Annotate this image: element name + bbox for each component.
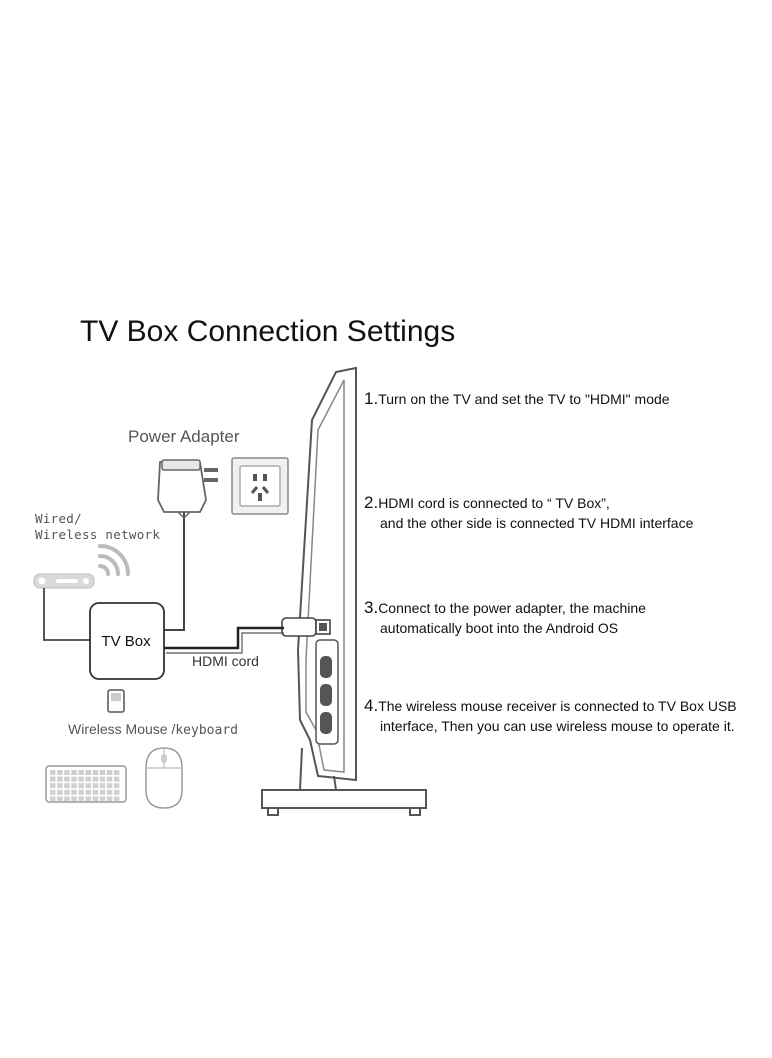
keyboard-key [92,783,99,789]
keyboard-key [92,796,99,802]
mouse-keyboard-label-prefix: Wireless Mouse / [68,721,176,737]
network-cable-line [43,588,90,641]
keyboard-key [57,770,63,775]
keyboard-key [113,789,120,795]
mouse-icon [145,747,183,809]
step-3-line2: automatically boot into the Android OS [380,620,619,637]
tv-port-panel-icon [315,639,339,745]
keyboard-key [50,796,56,802]
step-4-line1: The wireless mouse receiver is connected… [378,698,737,714]
router-icon [33,573,95,589]
keyboard-key [99,789,106,795]
network-label-line2: Wireless network [35,526,161,542]
keyboard-key [64,776,70,782]
keyboard-key [85,789,91,795]
step-2-number: 2. [364,493,379,512]
tv-side-view-icon [261,366,427,816]
tv-box-label: TV Box [101,633,151,650]
keyboard-key [99,796,106,802]
keyboard-key [78,789,84,795]
keyboard-key [92,789,99,795]
step-2-line1: HDMI cord is connected to “ TV Box”, [378,495,610,511]
hdmi-cord-line [164,626,284,650]
step-3: 3.Connect to the power adapter, the mach… [364,597,646,637]
keyboard-key [85,783,91,789]
step-4-line2: interface, Then you can use wireless mou… [380,718,735,735]
keyboard-key [78,776,84,782]
keyboard-key [113,770,120,775]
keyboard-key [78,770,84,775]
keyboard-key [85,776,91,782]
usb-receiver-icon [107,689,125,713]
keyboard-key [57,776,63,782]
keyboard-key [50,776,56,782]
keyboard-key [99,776,106,782]
keyboard-key [71,789,77,795]
keyboard-key [99,783,106,789]
step-2-line2: and the other side is connected TV HDMI … [380,515,694,532]
keyboard-key [71,776,77,782]
mouse-keyboard-label: Wireless Mouse /keyboard [68,721,238,739]
keyboard-key [85,796,91,802]
page-title: TV Box Connection Settings [80,315,456,348]
step-1-line1: Turn on the TV and set the TV to "HDMI" … [378,391,670,407]
keyboard-key [113,796,120,802]
keyboard-key [106,770,113,775]
hdmi-cord-label: HDMI cord [192,653,259,669]
keyboard-key [106,776,113,782]
keyboard-key [50,770,56,775]
keyboard-key [71,770,77,775]
keyboard-key [71,796,77,802]
step-3-number: 3. [364,598,379,617]
keyboard-key [92,776,99,782]
keyboard-key [78,796,84,802]
power-adapter-label: Power Adapter [128,427,240,446]
keyboard-key [71,783,77,789]
hdmi-cord-line-inner [166,632,284,654]
keyboard-key [64,796,70,802]
keyboard-key [64,789,70,795]
keyboard-key [57,789,63,795]
power-cable-line [164,508,185,631]
keyboard-key [99,770,106,775]
step-3-line1: Connect to the power adapter, the machin… [378,600,646,616]
keyboard-key [85,770,91,775]
keyboard-key [113,783,120,789]
network-label: Wired/ Wireless network [35,511,160,542]
power-adapter-icon [157,459,218,520]
mouse-keyboard-label-suffix: keyboard [175,723,238,738]
keyboard-key [57,783,63,789]
keyboard-key [106,789,113,795]
step-4: 4.The wireless mouse receiver is connect… [364,695,737,735]
keyboard-key [78,783,84,789]
tv-box-icon [89,602,165,680]
step-1-number: 1. [364,389,379,408]
wifi-icon [98,544,130,576]
step-2: 2.HDMI cord is connected to “ TV Box”, a… [364,492,693,532]
keyboard-key [57,796,63,802]
keyboard-icon [45,765,127,803]
keyboard-key [106,796,113,802]
step-4-number: 4. [364,696,379,715]
wall-socket-icon [231,457,289,515]
network-label-line1: Wired/ [35,511,82,526]
keyboard-key [50,789,56,795]
keyboard-key [106,783,113,789]
hdmi-plug-icon [281,617,331,637]
keyboard-key [64,770,70,775]
keyboard-key [64,783,70,789]
step-1: 1.Turn on the TV and set the TV to "HDMI… [364,388,670,410]
keyboard-key [113,776,120,782]
keyboard-key [92,770,99,775]
keyboard-key [50,783,56,789]
